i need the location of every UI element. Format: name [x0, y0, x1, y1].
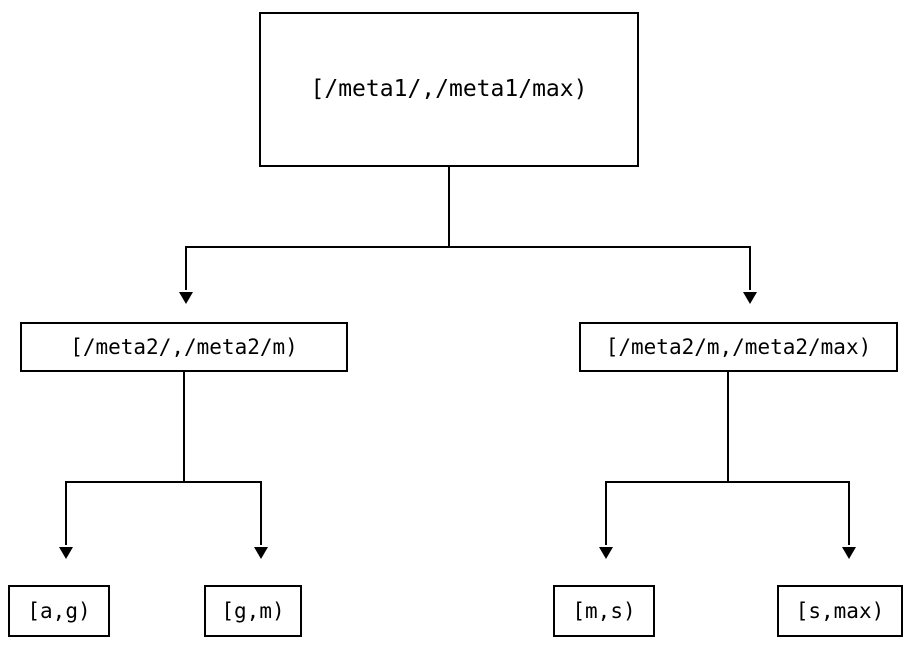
edge-root-to-mid-left	[185, 246, 187, 290]
edge-mid-right-to-leaf-ms	[605, 481, 607, 545]
node-leaf-smax[interactable]: [s,max)	[777, 585, 903, 637]
node-mid-left[interactable]: [/meta2/,/meta2/m)	[20, 322, 348, 372]
edge-root-to-mid-right	[749, 246, 751, 290]
edge-mid-left-to-leaf-gm	[260, 481, 262, 545]
node-leaf-ag[interactable]: [a,g)	[8, 585, 110, 637]
node-mid-right-label: [/meta2/m,/meta2/max)	[605, 334, 872, 359]
arrowhead-leaf-ms	[599, 547, 613, 559]
edge-mid-right-stem	[727, 372, 729, 483]
edge-mid-left-stem	[183, 372, 185, 483]
arrowhead-leaf-smax	[842, 547, 856, 559]
node-mid-left-label: [/meta2/,/meta2/m)	[70, 334, 298, 359]
node-root-label: [/meta1/,/meta1/max)	[310, 76, 588, 102]
node-root[interactable]: [/meta1/,/meta1/max)	[259, 12, 639, 167]
edge-mid-left-crossbar	[65, 481, 262, 483]
arrowhead-leaf-gm	[254, 547, 268, 559]
arrowhead-mid-left	[179, 292, 193, 304]
edge-mid-right-crossbar	[605, 481, 850, 483]
node-leaf-gm[interactable]: [g,m)	[204, 585, 302, 637]
edge-mid-left-to-leaf-ag	[65, 481, 67, 545]
node-leaf-gm-label: [g,m)	[221, 598, 285, 623]
edge-root-crossbar	[185, 246, 751, 248]
edge-root-stem	[448, 167, 450, 248]
edge-mid-right-to-leaf-smax	[848, 481, 850, 545]
node-leaf-ms-label: [m,s)	[572, 598, 636, 623]
node-leaf-smax-label: [s,max)	[795, 598, 885, 623]
arrowhead-leaf-ag	[59, 547, 73, 559]
node-mid-right[interactable]: [/meta2/m,/meta2/max)	[579, 322, 898, 372]
node-leaf-ms[interactable]: [m,s)	[553, 585, 655, 637]
arrowhead-mid-right	[743, 292, 757, 304]
node-leaf-ag-label: [a,g)	[27, 598, 91, 623]
